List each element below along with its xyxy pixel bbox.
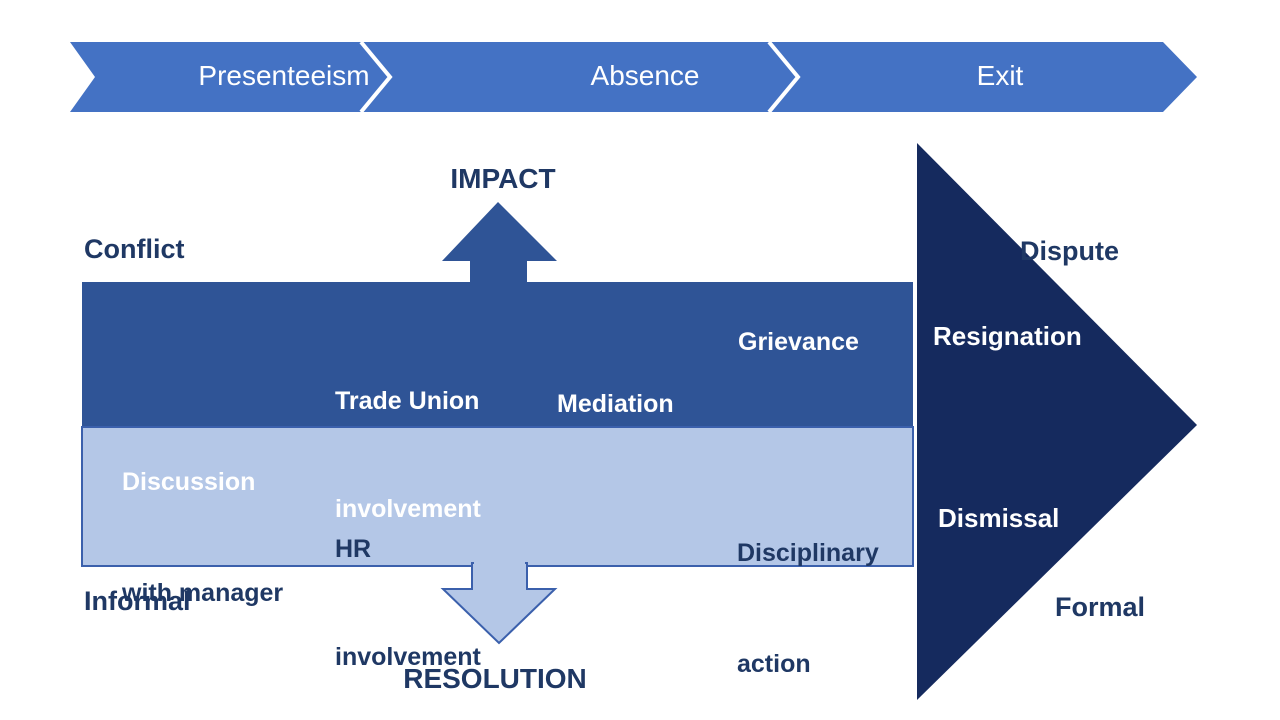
- disciplinary-action-label: Disciplinary action: [737, 461, 879, 720]
- hr-line1: HR: [335, 535, 372, 563]
- discussion-with-manager-label: Discussion with manager: [122, 390, 283, 686]
- banner-separator-2: [767, 40, 801, 114]
- formal-band-shape: [82, 282, 913, 427]
- resolution-label: RESOLUTION: [403, 663, 587, 694]
- stage-banner-shape: [70, 42, 1197, 112]
- banner-stage-presenteeism: Presenteeism: [198, 60, 370, 91]
- resignation-label: Resignation: [933, 321, 1082, 351]
- grievance-label: Grievance: [738, 328, 859, 356]
- discussion-line1: Discussion: [122, 468, 256, 496]
- disciplinary-line2: action: [737, 650, 811, 678]
- informal-band-shape: [81, 426, 914, 567]
- banner-stage-absence: Absence: [590, 60, 700, 91]
- informal-label: Informal: [84, 586, 191, 616]
- exit-triangle-shape: [917, 143, 1197, 700]
- dispute-label: Dispute: [1020, 236, 1120, 266]
- banner-separator-1: [359, 40, 393, 114]
- impact-up-arrow: [442, 202, 557, 290]
- dismissal-label: Dismissal: [938, 503, 1060, 533]
- mediation-label: Mediation: [557, 390, 674, 418]
- formal-label: Formal: [1055, 592, 1146, 622]
- banner-stage-exit: Exit: [976, 60, 1024, 91]
- resolution-down-arrow: [440, 562, 558, 645]
- discussion-line2: with manager: [122, 579, 284, 607]
- impact-label: IMPACT: [450, 163, 556, 194]
- hr-line2: involvement: [335, 643, 481, 671]
- hr-involvement-label: HR involvement: [335, 459, 481, 720]
- trade-union-involvement-label: Trade Union involvement: [335, 311, 481, 599]
- conflict-label: Conflict: [84, 234, 185, 264]
- disciplinary-line1: Disciplinary: [737, 539, 879, 567]
- down-arrow-junction-patch: [474, 559, 525, 568]
- trade-union-line1: Trade Union: [335, 387, 480, 415]
- trade-union-line2: involvement: [335, 495, 481, 523]
